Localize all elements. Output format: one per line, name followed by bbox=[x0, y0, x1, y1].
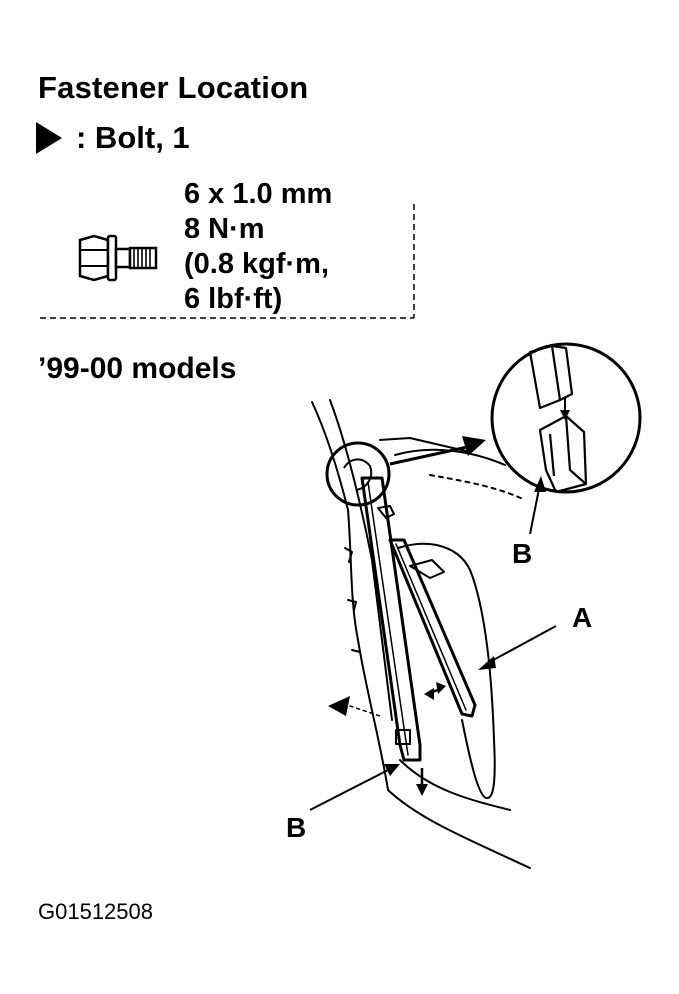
detail-origin-circle bbox=[325, 441, 391, 507]
removal-arrow-down bbox=[416, 784, 428, 796]
bolt-torque-nm: 8 N·m bbox=[184, 213, 265, 245]
callout-b-upper: B bbox=[512, 538, 533, 569]
bolt-spec-text: 6 x 1.0 mm 8 N·m (0.8 kgf·m, 6 lbf·ft) bbox=[184, 177, 332, 317]
fastener-legend: : Bolt, 1 bbox=[36, 120, 190, 156]
rear-panel-line bbox=[429, 474, 526, 501]
callout-b-upper-leader bbox=[529, 483, 541, 535]
callout-a-leader bbox=[485, 625, 557, 665]
page-title: Fastener Location bbox=[38, 70, 309, 105]
lower-body-line-2 bbox=[399, 759, 511, 811]
bolt-torque-lbf: 6 lbf·ft) bbox=[184, 283, 283, 315]
detail-arrow-head bbox=[462, 436, 486, 456]
bolt-torque-kgf: (0.8 kgf·m, bbox=[184, 248, 330, 280]
lower-body-line bbox=[387, 789, 531, 869]
door-outline bbox=[397, 542, 496, 800]
models-label: ’99-00 models bbox=[38, 352, 237, 385]
flange-bolt-icon bbox=[78, 234, 158, 282]
bolt-location-marker bbox=[328, 696, 350, 716]
body-panel-line-2 bbox=[379, 437, 471, 453]
figure-code: G01512508 bbox=[38, 899, 153, 924]
spec-box-border bbox=[40, 204, 415, 319]
bolt-size: 6 x 1.0 mm bbox=[184, 178, 333, 210]
callout-b-lower-leader bbox=[309, 767, 393, 811]
detail-view-circle bbox=[490, 342, 642, 494]
legend-label: : Bolt, 1 bbox=[76, 120, 190, 155]
pillar-outline-inner bbox=[329, 399, 393, 721]
callout-a: A bbox=[572, 602, 593, 633]
callout-b-lower: B bbox=[286, 812, 307, 843]
filled-triangle-icon bbox=[36, 122, 62, 154]
molding-strip-a bbox=[388, 538, 477, 718]
